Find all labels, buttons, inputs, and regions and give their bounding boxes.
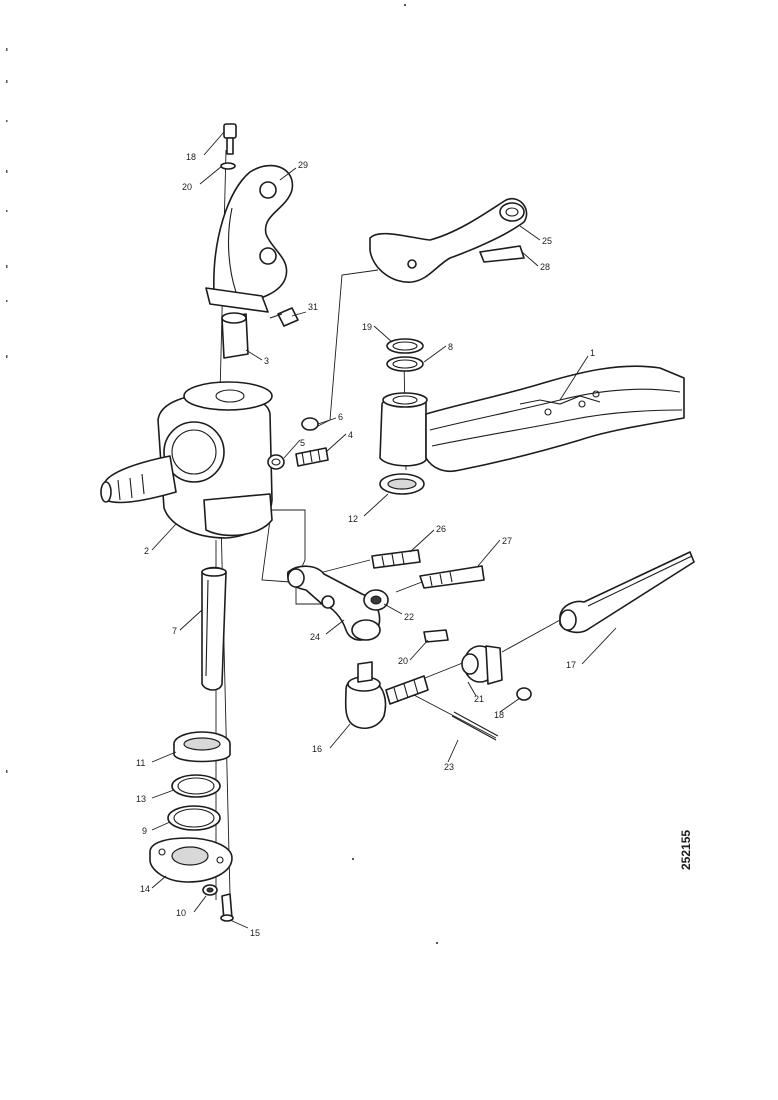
callout-14: 14 [140, 884, 150, 894]
callout-4: 4 [348, 430, 353, 440]
callout-28: 28 [540, 262, 550, 272]
callout-9: 9 [142, 826, 147, 836]
scan-specks [6, 4, 438, 944]
callout-20-top: 20 [182, 182, 192, 192]
lower-cover-plate [149, 837, 233, 883]
callout-22: 22 [404, 612, 414, 622]
callout-11: 11 [136, 758, 145, 768]
callout-25: 25 [542, 236, 552, 246]
king-pin [201, 566, 227, 691]
callout-13: 13 [136, 794, 146, 804]
track-rod [559, 551, 695, 634]
top-bolt [220, 123, 237, 170]
tie-rod-end-left [344, 661, 429, 729]
lower-steering-arm [286, 565, 389, 641]
callout-18-top: 18 [186, 152, 196, 162]
callout-24: 24 [310, 632, 320, 642]
callout-20-right: 20 [398, 656, 408, 666]
tie-rod-end-right [423, 629, 532, 701]
lower-bearing [173, 731, 231, 763]
callout-17: 17 [566, 660, 576, 670]
cotter-pin [451, 711, 499, 741]
callout-2: 2 [144, 546, 149, 556]
callout-3: 3 [264, 356, 269, 366]
callout-leaders [151, 131, 617, 929]
steering-arm-bolts [371, 549, 485, 589]
seal-rings-upper [386, 338, 424, 372]
callout-10: 10 [176, 908, 186, 918]
callout-15: 15 [250, 928, 260, 938]
callout-16: 16 [312, 744, 322, 754]
steering-knuckle [100, 381, 273, 539]
callout-29: 29 [298, 160, 308, 170]
upper-control-arm [369, 197, 528, 283]
knuckle-fasteners [267, 417, 329, 470]
beam-bearing-ring [379, 473, 425, 495]
callout-12: 12 [348, 514, 358, 524]
callout-6: 6 [338, 412, 343, 422]
callout-27: 27 [502, 536, 512, 546]
steering-arm-upper [205, 164, 294, 313]
figure-reference-number: 252155 [679, 830, 693, 870]
lower-rings [167, 774, 221, 831]
callout-8: 8 [448, 342, 453, 352]
callout-labels: 18 20 29 25 28 31 3 19 8 1 6 5 4 12 2 26… [136, 152, 595, 938]
callout-31: 31 [308, 302, 318, 312]
axle-beam [379, 365, 685, 473]
callout-21: 21 [474, 694, 484, 704]
callout-26: 26 [436, 524, 446, 534]
callout-5: 5 [300, 438, 305, 448]
callout-18-right: 18 [494, 710, 504, 720]
bottom-nut-bolt [202, 884, 234, 922]
callout-23: 23 [444, 762, 454, 772]
callout-7: 7 [172, 626, 177, 636]
small-bolt-31 [269, 307, 299, 327]
callout-19: 19 [362, 322, 372, 332]
callout-1: 1 [590, 348, 595, 358]
bushing-3 [221, 312, 249, 359]
